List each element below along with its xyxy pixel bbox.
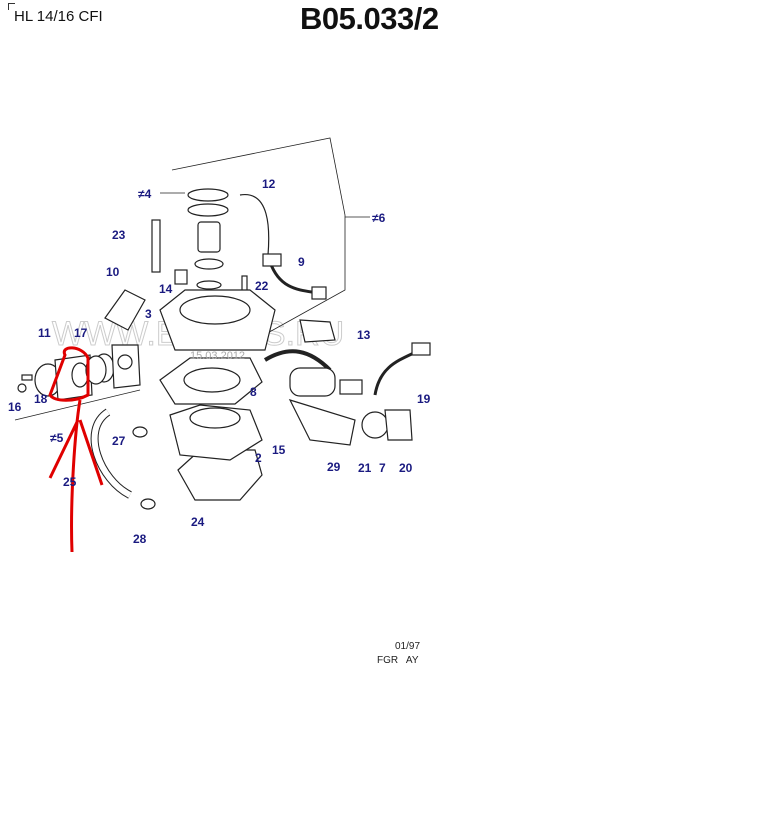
callout-18: 18 [34, 392, 48, 406]
callout-9: 9 [298, 255, 305, 269]
region-code: FGR AY [377, 655, 419, 666]
injector-cap [187, 188, 229, 202]
callout-20: 20 [399, 461, 413, 475]
callout-7: 7 [379, 461, 386, 475]
callout-8: 8 [250, 385, 257, 399]
callout-11: 11 [38, 326, 51, 340]
callout-10: 10 [106, 265, 120, 279]
callout-5: ≠5 [50, 431, 64, 445]
date-code: 01/97 [395, 641, 421, 652]
callout-29: 29 [327, 460, 341, 474]
motor-8 [289, 367, 336, 397]
callout-23: 23 [112, 228, 126, 242]
sensor-10 [104, 289, 146, 331]
callout-16: 16 [8, 400, 22, 414]
callout-15: 15 [272, 443, 286, 457]
bracket-6 [171, 137, 346, 341]
callout-24: 24 [191, 515, 205, 529]
callout-14: 14 [159, 282, 173, 296]
callout-22: 22 [255, 279, 269, 293]
callout-19: 19 [417, 392, 431, 406]
callout-2: 2 [255, 451, 262, 465]
callout-21: 21 [358, 461, 372, 475]
injector [197, 221, 221, 253]
model-title: HL 14/16 CFI [14, 8, 103, 25]
red-arrow [48, 399, 104, 553]
callout-17: 17 [74, 326, 88, 340]
page-code: B05.033/2 [300, 1, 439, 36]
bolt-23 [151, 219, 161, 273]
callout-25: 25 [63, 475, 77, 489]
watermark-date: 15.03.2012 [190, 350, 245, 362]
callout-28: 28 [133, 532, 147, 546]
callout-27: 27 [112, 434, 126, 448]
callout-4: ≠4 [138, 187, 152, 201]
corner-mark [8, 3, 15, 10]
callout-6: ≠6 [372, 211, 386, 225]
red-highlight [48, 346, 90, 402]
callout-3: 3 [145, 307, 152, 321]
callout-13: 13 [357, 328, 371, 342]
callout-12: 12 [262, 177, 276, 191]
